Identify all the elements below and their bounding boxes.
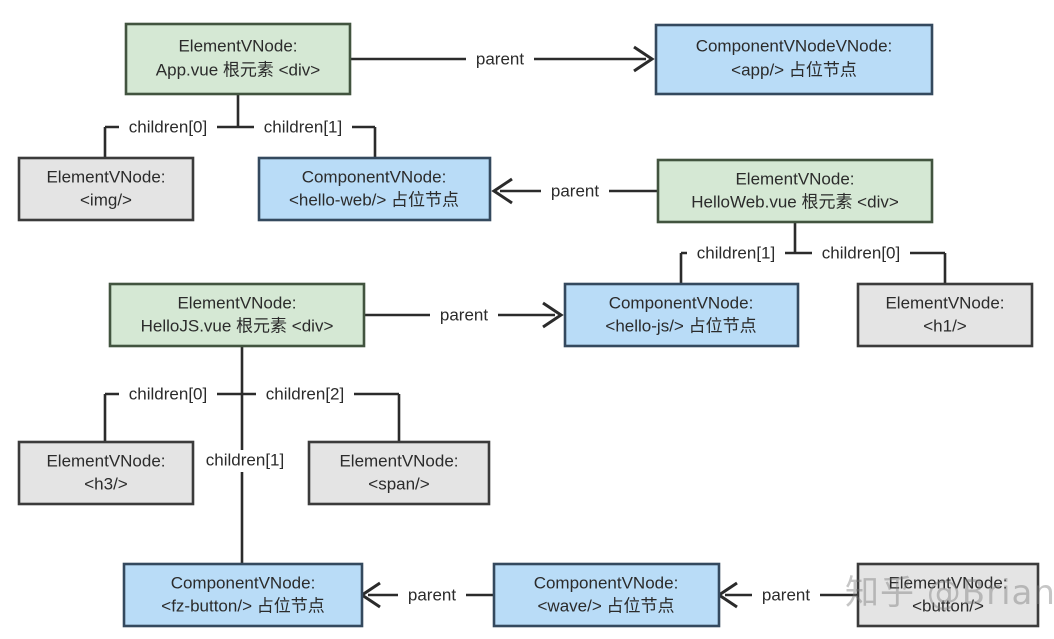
edge-layer: parent children[0] children[1] parent (103, 45, 947, 609)
node-hello-js[interactable]: ComponentVNode: <hello-js/> 占位节点 (563, 282, 800, 348)
edge-hellojs-parent: parent (364, 301, 564, 329)
node-fz-button-line1: ComponentVNode: (171, 573, 316, 592)
node-h1-line2: <h1/> (923, 316, 967, 335)
node-app-root[interactable]: ElementVNode: App.vue 根元素 <div> (124, 22, 352, 96)
node-wave[interactable]: ComponentVNode: <wave/> 占位节点 (492, 562, 721, 628)
node-h1-line1: ElementVNode: (885, 293, 1004, 312)
node-span[interactable]: ElementVNode: <span/> (307, 440, 491, 506)
node-wave-line1: ComponentVNode: (534, 573, 679, 592)
node-button[interactable]: ElementVNode: <button/> (856, 562, 1040, 628)
edge-button-parent: parent (716, 581, 858, 609)
node-app-holder-line2: <app/> 占位节点 (731, 60, 857, 79)
edge-hellojs-children2: children[2] (242, 383, 401, 442)
node-h3-line2: <h3/> (84, 474, 128, 493)
edge-app-parent: parent (350, 45, 655, 73)
node-helloweb-root[interactable]: ElementVNode: HelloWeb.vue 根元素 <div> (656, 158, 934, 224)
node-span-line2: <span/> (368, 474, 430, 493)
node-fz-button-line2: <fz-button/> 占位节点 (161, 596, 324, 615)
node-helloweb-root-line2: HelloWeb.vue 根元素 <div> (691, 192, 899, 211)
node-hellojs-root-line1: ElementVNode: (177, 293, 296, 312)
node-img-line1: ElementVNode: (46, 167, 165, 186)
edge-helloweb-children1: children[1] (679, 222, 797, 284)
node-wave-line2: <wave/> 占位节点 (538, 596, 675, 615)
node-h1[interactable]: ElementVNode: <h1/> (856, 282, 1034, 348)
edge-label-parent-wave: parent (408, 585, 456, 604)
node-h3-line1: ElementVNode: (46, 451, 165, 470)
edge-label-children0-app: children[0] (129, 117, 207, 136)
edge-label-parent-hellojs: parent (440, 305, 488, 324)
node-helloweb-root-line1: ElementVNode: (735, 169, 854, 188)
edge-label-children2-hellojs: children[2] (266, 384, 344, 403)
node-img[interactable]: ElementVNode: <img/> (17, 156, 195, 222)
node-app-root-line2: App.vue 根元素 <div> (156, 60, 320, 79)
edge-app-children0: children[0] (103, 94, 240, 158)
node-hello-web[interactable]: ComponentVNode: <hello-web/> 占位节点 (257, 156, 492, 222)
node-hellojs-root-line2: HelloJS.vue 根元素 <div> (141, 316, 334, 335)
node-hello-js-line2: <hello-js/> 占位节点 (605, 316, 756, 335)
edge-helloweb-children0: children[0] (795, 242, 947, 284)
node-fz-button[interactable]: ComponentVNode: <fz-button/> 占位节点 (122, 562, 364, 628)
edge-label-parent-app: parent (476, 49, 524, 68)
edge-label-children0-helloweb: children[0] (822, 243, 900, 262)
node-layer: ElementVNode: App.vue 根元素 <div> Componen… (17, 22, 1040, 628)
node-span-line1: ElementVNode: (339, 451, 458, 470)
node-button-line1: ElementVNode: (888, 573, 1007, 592)
edge-label-parent-helloweb: parent (551, 181, 599, 200)
node-img-line2: <img/> (80, 190, 132, 209)
node-app-root-line1: ElementVNode: (178, 36, 297, 55)
node-button-line2: <button/> (912, 596, 984, 615)
edge-hellojs-children0: children[0] (103, 346, 244, 442)
node-hello-web-line2: <hello-web/> 占位节点 (289, 190, 459, 209)
node-app-holder[interactable]: ComponentVNodeVNode: <app/> 占位节点 (654, 23, 934, 96)
edge-hellojs-children1: children[1] (197, 394, 293, 564)
edge-label-children0-hellojs: children[0] (129, 384, 207, 403)
edge-label-children1-hellojs: children[1] (206, 450, 284, 469)
edge-label-children1-app: children[1] (264, 117, 342, 136)
node-h3[interactable]: ElementVNode: <h3/> (17, 440, 195, 506)
edge-label-parent-button: parent (762, 585, 810, 604)
edge-app-children1: children[1] (238, 116, 377, 158)
node-hello-js-line1: ComponentVNode: (609, 293, 754, 312)
edge-label-children1-helloweb: children[1] (697, 243, 775, 262)
edge-helloweb-parent: parent (491, 177, 658, 205)
node-app-holder-line1: ComponentVNodeVNode: (696, 36, 893, 55)
node-hello-web-line1: ComponentVNode: (302, 167, 447, 186)
node-hellojs-root[interactable]: ElementVNode: HelloJS.vue 根元素 <div> (108, 282, 366, 348)
edge-wave-parent: parent (359, 581, 494, 609)
